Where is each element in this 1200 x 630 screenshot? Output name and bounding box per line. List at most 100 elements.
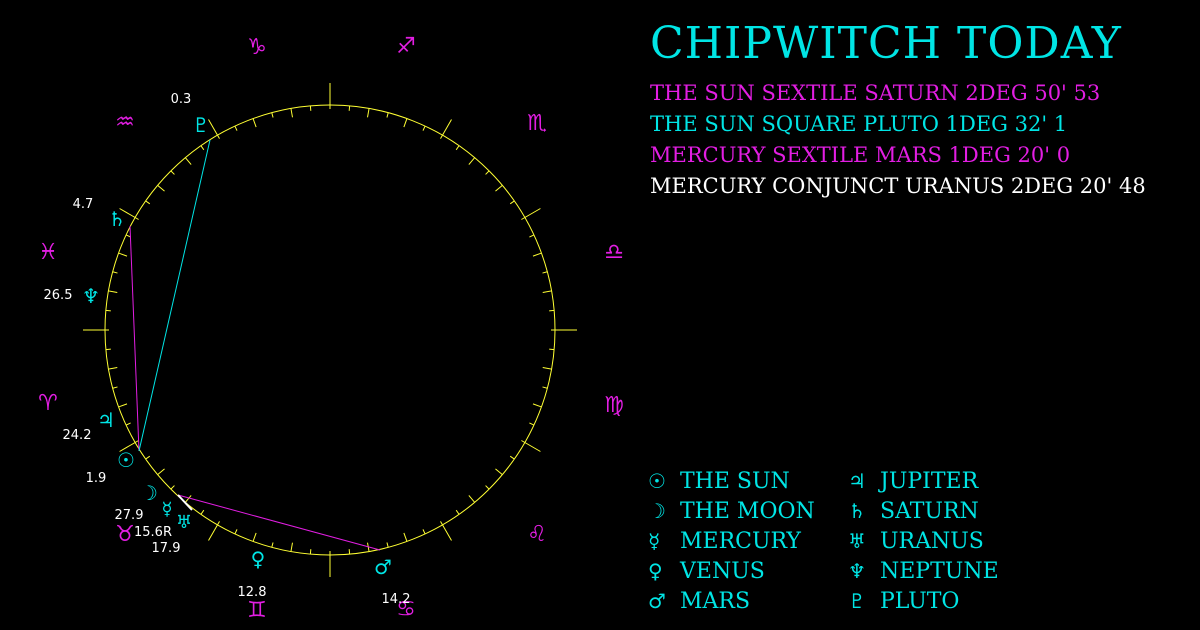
degree-tick: [112, 271, 118, 274]
planet-saturn-icon: ♄: [108, 207, 126, 231]
aspect-line-mercury-mars: [177, 494, 381, 551]
degree-tick: [208, 521, 220, 541]
degree-tick: [386, 542, 389, 548]
degree-tick: [290, 542, 293, 552]
wheel-circle: [104, 104, 556, 556]
degree-label-venus: 12.8: [238, 585, 267, 600]
degree-tick: [125, 422, 131, 426]
degree-tick: [542, 386, 548, 389]
planet-neptune-icon: ♆: [82, 284, 100, 308]
legend-label: THE SUN: [680, 468, 790, 494]
legend-item-jupiter: ♃ JUPITER: [848, 466, 978, 496]
degree-tick: [422, 125, 426, 131]
degree-label-pluto: 0.3: [171, 92, 192, 107]
legend-item-venus: ♀ VENUS: [648, 556, 765, 586]
degree-tick: [495, 468, 503, 476]
degree-tick: [521, 440, 541, 452]
moon-icon: ☽: [648, 499, 666, 523]
degree-tick: [112, 386, 118, 389]
saturn-icon: ♄: [848, 499, 866, 523]
degree-tick: [208, 119, 220, 139]
legend-label: MARS: [680, 588, 751, 614]
chart-wheel: ♈ ♉ ♊ ♋ ♌ ♍ ♎ ♏ ♐ ♑ ♒ ♓ ♇ ♄ ♆ ♃ ☉ ☽ ☿ ♅ …: [38, 34, 624, 623]
degree-tick: [403, 532, 408, 542]
aspect-list: THE SUN SEXTILE SATURN 2DEG 50' 53 THE S…: [650, 78, 1190, 202]
zodiac-capricorn-icon: ♑: [247, 35, 267, 60]
degree-tick: [118, 403, 128, 408]
degree-tick: [170, 485, 175, 490]
planet-jupiter-icon: ♃: [97, 408, 115, 432]
degree-tick: [252, 118, 257, 128]
degree-tick: [529, 234, 535, 238]
degree-tick: [468, 157, 476, 165]
legend-label: THE MOON: [680, 498, 815, 524]
jupiter-icon: ♃: [848, 469, 866, 493]
degree-tick: [468, 495, 476, 503]
degree-tick: [157, 184, 165, 192]
sun-icon: ☉: [648, 469, 666, 493]
aspect-text-mercury-mars: MERCURY SEXTILE MARS 1DEG 20' 0: [650, 143, 1071, 167]
legend-label: VENUS: [680, 558, 765, 584]
page-title: CHIPWITCH TODAY: [650, 18, 1122, 69]
zodiac-cancer-icon: ♋: [396, 597, 416, 622]
legend-item-saturn: ♄ SATURN: [848, 496, 979, 526]
degree-tick: [521, 208, 541, 220]
planet-mars-icon: ♂: [374, 555, 392, 579]
degree-label-uranus: 17.9: [152, 541, 181, 556]
mercury-icon: ☿: [648, 529, 661, 553]
legend-item-mercury: ☿ MERCURY: [648, 526, 801, 556]
degree-tick: [108, 367, 118, 370]
degree-tick: [234, 529, 238, 535]
planet-venus-icon: ♀: [251, 547, 266, 571]
degree-tick: [422, 529, 426, 535]
zodiac-gemini-icon: ♊: [247, 598, 267, 623]
uranus-icon: ♅: [848, 529, 866, 553]
degree-tick: [455, 145, 460, 151]
degree-tick: [532, 252, 542, 257]
degree-tick: [386, 112, 389, 118]
neptune-icon: ♆: [848, 559, 866, 583]
degree-tick: [252, 532, 257, 542]
degree-tick: [455, 509, 460, 515]
degree-tick: [234, 125, 238, 131]
degree-tick: [440, 119, 452, 139]
degree-tick: [509, 200, 515, 205]
degree-tick: [509, 455, 515, 460]
zodiac-sagittarius-icon: ♐: [396, 34, 416, 59]
degree-tick: [532, 403, 542, 408]
aspect-line-mercury-uranus: [177, 494, 193, 511]
zodiac-taurus-icon: ♉: [115, 522, 135, 547]
legend-label: JUPITER: [880, 468, 979, 494]
degree-tick: [200, 145, 205, 151]
zodiac-leo-icon: ♌: [527, 522, 547, 547]
degree-tick: [485, 485, 490, 490]
degree-tick: [108, 290, 118, 293]
planet-moon-icon: ☽: [140, 481, 158, 505]
degree-tick: [542, 367, 552, 370]
legend-item-neptune: ♆ NEPTUNE: [848, 556, 999, 586]
degree-tick: [200, 509, 205, 515]
degree-label-mercury: 15.6R: [134, 525, 172, 540]
pluto-icon: ♇: [848, 589, 866, 613]
degree-tick: [440, 521, 452, 541]
degree-tick: [170, 170, 175, 175]
degree-tick: [542, 290, 552, 293]
planet-uranus-icon: ♅: [176, 512, 192, 533]
zodiac-libra-icon: ♎: [604, 240, 624, 265]
zodiac-virgo-icon: ♍: [604, 393, 624, 418]
degree-tick: [529, 422, 535, 426]
legend-label: PLUTO: [880, 588, 960, 614]
planet-sun-icon: ☉: [117, 448, 135, 472]
degree-label-mars: 14.2: [382, 592, 411, 607]
aspect-line-sun-pluto: [138, 139, 211, 452]
degree-tick: [125, 234, 131, 238]
degree-tick: [367, 108, 370, 118]
aspect-line-sun-saturn: [129, 225, 140, 452]
degree-label-saturn: 4.7: [73, 197, 94, 212]
degree-tick: [542, 271, 548, 274]
zodiac-pisces-icon: ♓: [38, 240, 58, 265]
aspect-lines: [129, 139, 381, 551]
legend-item-mars: ♂ MARS: [648, 586, 750, 616]
degree-tick: [403, 118, 408, 128]
aspect-text-mercury-uranus: MERCURY CONJUNCT URANUS 2DEG 20' 48: [650, 174, 1146, 198]
